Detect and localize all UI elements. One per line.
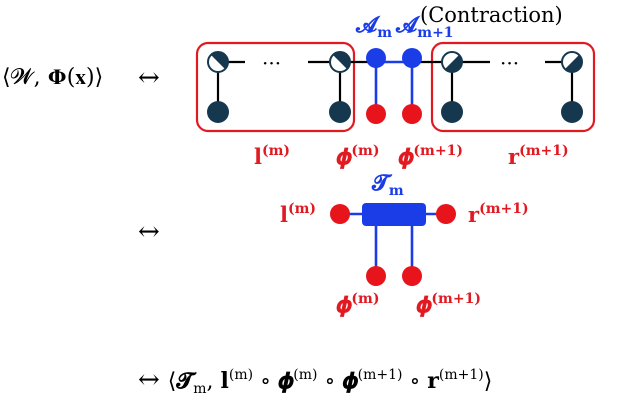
right-chain: ··· — [441, 51, 583, 123]
left-chain: ··· — [207, 51, 376, 123]
split-node-right-1 — [441, 51, 463, 73]
right-ellipsis: ··· — [500, 51, 519, 75]
label-l-m: 𝐥(m) — [254, 143, 290, 169]
label-phi-m: 𝝓(m) — [336, 143, 379, 170]
node-phi-m1 — [402, 266, 422, 286]
row2-label-l-m: 𝐥(m) — [280, 201, 316, 227]
split-node-left-1 — [207, 51, 229, 73]
split-node-right-2 — [561, 51, 583, 73]
row2-label-phi-m1: 𝝓(m+1) — [416, 291, 481, 318]
label-a-m1: 𝓐m+1 — [395, 12, 454, 41]
node-r-m1 — [436, 204, 456, 224]
merged-tensor-t-m — [362, 203, 426, 226]
core-node-a-m1 — [402, 48, 422, 68]
dark-node-left-2 — [329, 101, 351, 123]
core-nodes — [366, 48, 452, 124]
merged-tensor-group — [330, 203, 456, 286]
node-l-m — [330, 204, 350, 224]
row2-label-phi-m: 𝝓(m) — [336, 291, 379, 318]
label-a-m: 𝓐m — [355, 12, 392, 41]
dark-node-left-1 — [207, 101, 229, 123]
label-phi-m1: 𝝓(m+1) — [398, 143, 463, 170]
core-node-a-m — [366, 48, 386, 68]
left-environment-box — [195, 41, 356, 133]
split-node-left-2 — [329, 51, 351, 73]
row2-label-r-m1: 𝐫(m+1) — [468, 201, 529, 227]
label-r-m1: 𝐫(m+1) — [508, 143, 569, 169]
label-t-m: 𝓣m — [371, 170, 404, 199]
phi-node-m — [366, 104, 386, 124]
dark-node-right-2 — [561, 101, 583, 123]
row1-equivalence-arrow: ↔ — [138, 63, 160, 93]
phi-node-m1 — [402, 104, 422, 124]
row2-equivalence-arrow: ↔ — [138, 217, 160, 247]
left-ellipsis: ··· — [262, 51, 281, 75]
node-phi-m — [366, 266, 386, 286]
row3-expression: ↔⟨𝓣m, 𝐥(m) ∘ 𝝓(m) ∘ 𝝓(m+1) ∘ 𝐫(m+1)⟩ — [138, 365, 492, 397]
lhs-inner-product: ⟨𝓦, 𝚽(𝐱)⟩ — [2, 65, 103, 90]
right-environment-box — [430, 41, 596, 133]
contraction-title: (Contraction) — [420, 3, 563, 27]
dark-node-right-1 — [441, 101, 463, 123]
